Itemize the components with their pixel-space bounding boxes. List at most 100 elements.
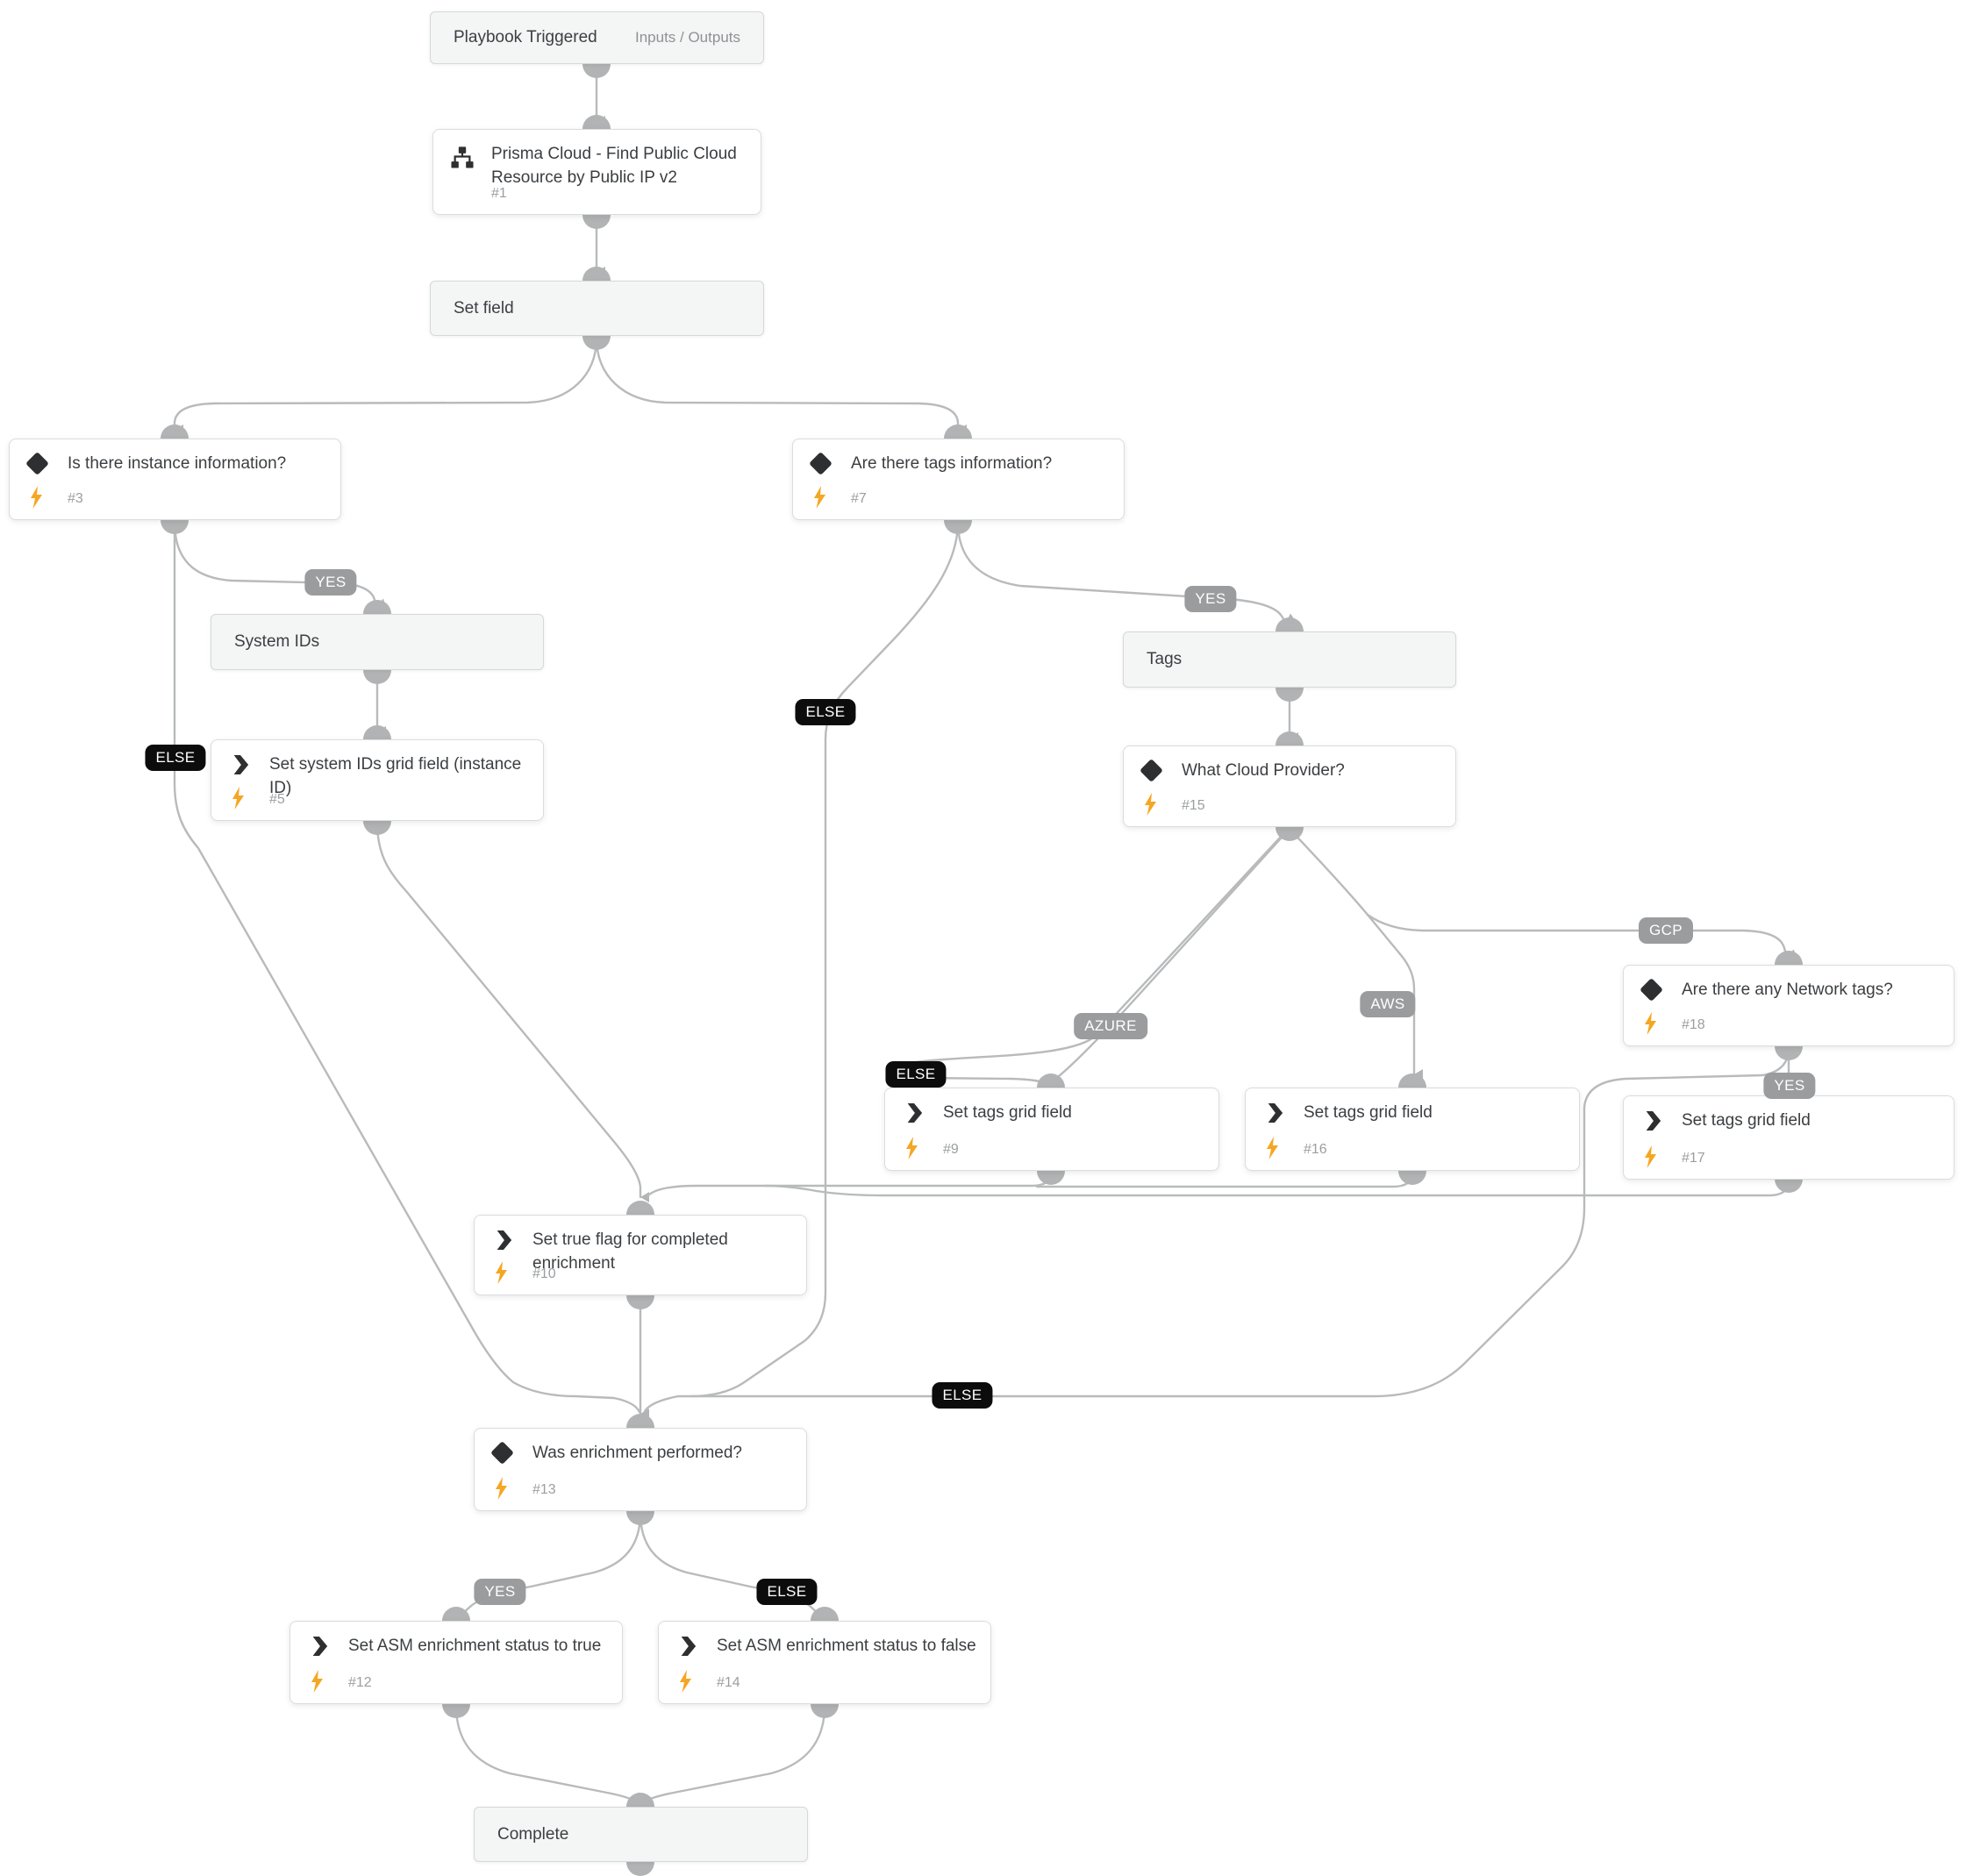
connector-edge-5 bbox=[173, 520, 641, 1414]
node-title: Set tags grid field bbox=[1304, 1103, 1433, 1122]
lightning-icon bbox=[680, 1670, 691, 1693]
connector-edge-14 bbox=[1366, 913, 1797, 959]
lightning-icon bbox=[1145, 793, 1156, 816]
branch-label-azure: AZURE bbox=[1074, 1013, 1147, 1039]
condition-diamond-icon bbox=[25, 452, 49, 475]
node-top-port-5 bbox=[363, 725, 391, 739]
node-top-port-0 bbox=[582, 115, 611, 129]
lightning-icon bbox=[1645, 1012, 1656, 1035]
connector-edge-17 bbox=[646, 1171, 1053, 1198]
task-number: #15 bbox=[1182, 798, 1205, 813]
node-bottom-port-33 bbox=[811, 1704, 839, 1718]
task-number: #17 bbox=[1682, 1151, 1705, 1166]
task-number: #9 bbox=[943, 1142, 959, 1157]
connector-edge-9 bbox=[643, 520, 960, 1413]
node-top-port-1 bbox=[582, 267, 611, 281]
node-tags-section[interactable]: Tags bbox=[1123, 631, 1456, 688]
automation-chevron-icon bbox=[1646, 1111, 1661, 1131]
node-complete-section[interactable]: Complete bbox=[474, 1807, 808, 1862]
automation-chevron-icon bbox=[312, 1637, 328, 1656]
node-prisma-subplaybook[interactable]: Prisma Cloud - Find Public Cloud Resourc… bbox=[432, 129, 761, 215]
branch-label-aws: AWS bbox=[1360, 991, 1416, 1017]
task-number: #12 bbox=[348, 1675, 372, 1690]
branch-label-gcp: GCP bbox=[1638, 917, 1694, 944]
node-title: Complete bbox=[497, 1824, 569, 1844]
branch-label-yes-instance: YES bbox=[304, 569, 357, 596]
task-number: #18 bbox=[1682, 1017, 1705, 1032]
node-condition-instance-info[interactable]: Is there instance information? #3 bbox=[9, 439, 341, 520]
condition-diamond-icon bbox=[490, 1441, 514, 1465]
connector-edge-19 bbox=[763, 1179, 1790, 1197]
node-title: Tags bbox=[1147, 650, 1183, 668]
lightning-icon bbox=[496, 1477, 507, 1500]
node-title: Set tags grid field bbox=[1682, 1111, 1811, 1130]
branch-label-else-network: ELSE bbox=[932, 1382, 993, 1409]
connector-edge-23 bbox=[454, 1704, 647, 1804]
automation-chevron-icon bbox=[681, 1637, 697, 1656]
node-playbook-triggered[interactable]: Playbook Triggered Inputs / Outputs bbox=[430, 11, 764, 64]
lightning-icon bbox=[311, 1670, 323, 1693]
node-bottom-port-31 bbox=[626, 1511, 654, 1525]
node-top-port-15 bbox=[811, 1607, 839, 1621]
lightning-icon bbox=[814, 486, 825, 509]
node-task-true-flag[interactable]: Set true flag for completed enrichment #… bbox=[474, 1215, 807, 1295]
node-task-asm-status-false[interactable]: Set ASM enrichment status to false #14 bbox=[658, 1621, 991, 1704]
node-title: Set true flag for completed enrichment bbox=[532, 1230, 728, 1273]
node-top-port-9 bbox=[1037, 1074, 1065, 1088]
task-number: #5 bbox=[269, 792, 285, 807]
lightning-icon bbox=[1645, 1145, 1656, 1168]
branch-label-yes-tags: YES bbox=[1184, 586, 1237, 612]
node-condition-cloud-provider[interactable]: What Cloud Provider? #15 bbox=[1123, 745, 1456, 827]
node-bottom-port-29 bbox=[1775, 1179, 1803, 1193]
connector-edge-8 bbox=[956, 520, 1297, 624]
node-title: Are there tags information? bbox=[851, 454, 1053, 473]
node-top-port-6 bbox=[1275, 617, 1304, 631]
connector-edge-7 bbox=[375, 821, 649, 1202]
task-number: #13 bbox=[532, 1482, 556, 1497]
task-number: #7 bbox=[851, 491, 867, 506]
connector-edge-12 bbox=[889, 834, 1283, 1086]
node-bottom-port-21 bbox=[944, 520, 972, 534]
node-title: Set tags grid field bbox=[943, 1103, 1072, 1122]
node-top-port-2 bbox=[161, 424, 189, 439]
node-title: Set ASM enrichment status to true bbox=[348, 1637, 602, 1655]
node-bottom-port-25 bbox=[1275, 827, 1304, 841]
node-title: What Cloud Provider? bbox=[1182, 761, 1345, 780]
node-top-port-16 bbox=[626, 1793, 654, 1807]
node-bottom-port-22 bbox=[363, 670, 391, 684]
connector-edge-3 bbox=[595, 336, 967, 435]
node-task-set-tags-azure[interactable]: Set tags grid field #9 bbox=[884, 1088, 1219, 1171]
node-task-set-tags-gcp[interactable]: Set tags grid field #17 bbox=[1623, 1095, 1954, 1180]
node-task-set-tags-aws[interactable]: Set tags grid field #16 bbox=[1245, 1088, 1580, 1171]
node-condition-network-tags[interactable]: Are there any Network tags? #18 bbox=[1623, 965, 1954, 1046]
node-top-port-12 bbox=[626, 1201, 654, 1215]
lightning-icon bbox=[496, 1261, 507, 1284]
node-title: Prisma Cloud - Find Public Cloud Resourc… bbox=[491, 145, 737, 187]
node-bottom-port-23 bbox=[363, 821, 391, 835]
lightning-icon bbox=[906, 1137, 918, 1159]
node-top-port-8 bbox=[1775, 951, 1803, 965]
task-number: #1 bbox=[491, 186, 507, 201]
node-top-port-14 bbox=[442, 1607, 470, 1621]
node-condition-tags-info[interactable]: Are there tags information? #7 bbox=[792, 439, 1125, 520]
node-title: Set field bbox=[454, 298, 514, 317]
node-system-ids-section[interactable]: System IDs bbox=[211, 614, 544, 670]
node-title: Are there any Network tags? bbox=[1682, 981, 1893, 999]
task-number: #10 bbox=[532, 1266, 556, 1281]
condition-diamond-icon bbox=[1140, 759, 1163, 782]
task-number: #3 bbox=[68, 491, 83, 506]
node-bottom-port-34 bbox=[626, 1862, 654, 1876]
automation-chevron-icon bbox=[497, 1230, 512, 1250]
node-set-field-section[interactable]: Set field bbox=[430, 281, 764, 336]
connector-edge-2 bbox=[173, 336, 598, 435]
task-number: #14 bbox=[717, 1675, 740, 1690]
node-task-set-system-ids[interactable]: Set system IDs grid field (instance ID) … bbox=[211, 739, 544, 821]
node-task-asm-status-true[interactable]: Set ASM enrichment status to true #12 bbox=[289, 1621, 623, 1704]
node-bottom-port-27 bbox=[1037, 1171, 1065, 1185]
branch-label-yes-enrichment: YES bbox=[474, 1579, 526, 1605]
node-bottom-port-18 bbox=[582, 215, 611, 229]
node-condition-enrichment-performed[interactable]: Was enrichment performed? #13 bbox=[474, 1428, 807, 1511]
node-top-port-4 bbox=[363, 600, 391, 614]
inputs-outputs-link[interactable]: Inputs / Outputs bbox=[634, 29, 740, 46]
